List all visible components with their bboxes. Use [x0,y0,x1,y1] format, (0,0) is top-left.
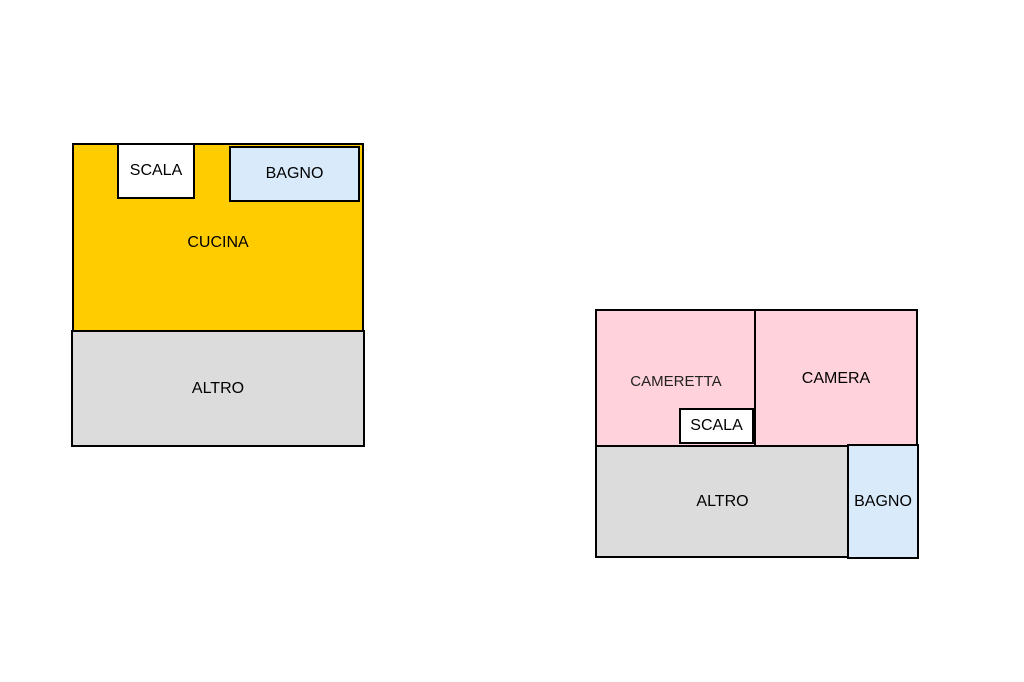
room-bagno: BAGNO [229,146,360,202]
room-label-camera: CAMERA [801,369,871,387]
room-camera: CAMERA [754,309,918,448]
room-label-altro: ALTRO [696,492,749,510]
room-label-altro: ALTRO [191,379,245,397]
room-label-scala: SCALA [129,162,183,179]
room-altro: ALTRO [595,445,850,558]
room-scala: SCALA [117,143,195,199]
room-label-scala: SCALA [690,417,743,434]
room-label-cucina: CUCINA [187,234,249,251]
room-label-cameretta: CAMERETTA [630,373,722,390]
room-bagno: BAGNO [847,444,919,559]
room-label-bagno: BAGNO [265,165,324,182]
room-altro: ALTRO [71,330,365,447]
room-scala: SCALA [679,408,754,444]
room-label-bagno: BAGNO [854,492,912,510]
